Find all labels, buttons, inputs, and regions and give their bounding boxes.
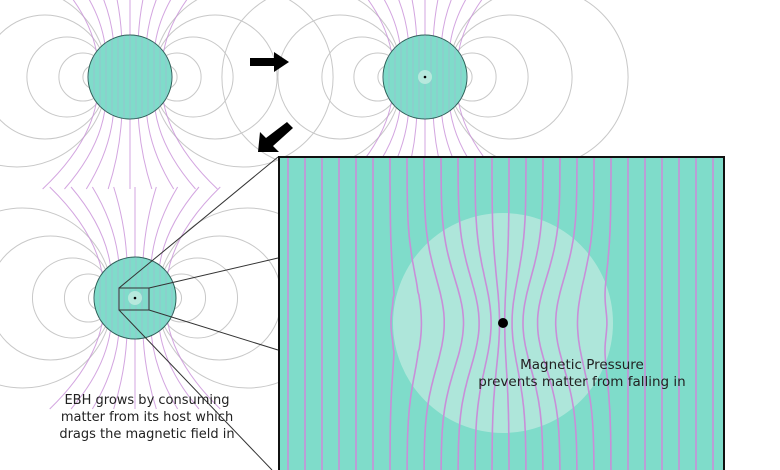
field-line xyxy=(458,0,483,52)
growth-caption: EBH grows by consuming matter from its h… xyxy=(38,392,256,443)
magnified-field-line xyxy=(522,157,544,470)
field-line xyxy=(72,0,97,52)
arrow-right-icon xyxy=(250,52,289,72)
field-line xyxy=(146,115,175,190)
field-line xyxy=(113,186,128,258)
magnified-field-line xyxy=(474,157,492,470)
field-line xyxy=(103,0,114,39)
field-loop xyxy=(447,0,629,168)
zoom-line xyxy=(148,309,279,351)
field-line xyxy=(167,322,221,410)
field-line xyxy=(150,186,179,261)
field-line xyxy=(398,0,409,39)
magnified-field-line xyxy=(536,157,561,470)
field-line xyxy=(137,118,153,190)
stage-star xyxy=(0,0,334,190)
field-line xyxy=(146,0,157,39)
magnified-field-line xyxy=(406,157,423,470)
field-line xyxy=(142,338,157,410)
field-line xyxy=(70,186,111,266)
field-line xyxy=(113,338,128,410)
field-line xyxy=(42,102,97,190)
pressure-caption-line: Magnetic Pressure xyxy=(520,357,644,373)
field-line xyxy=(167,186,221,274)
field-line xyxy=(49,322,103,410)
magnified-field-line xyxy=(440,157,465,470)
magnified-field-line xyxy=(511,157,527,470)
growth-caption-line: drags the magnetic field in xyxy=(59,427,235,442)
field-line xyxy=(91,186,120,261)
field-line xyxy=(154,0,172,44)
zoom-line xyxy=(148,257,279,289)
field-line xyxy=(70,330,111,410)
ebh-dot xyxy=(133,296,137,300)
magnified-field-line xyxy=(554,157,578,470)
zoom-line xyxy=(118,309,273,470)
field-line xyxy=(91,335,120,410)
field-line xyxy=(441,0,452,39)
field-line xyxy=(432,0,439,36)
magnified-frame xyxy=(278,156,725,470)
field-line xyxy=(64,110,106,190)
field-line xyxy=(154,110,196,190)
growth-caption-line: matter from its host which xyxy=(60,410,234,425)
field-line xyxy=(159,330,200,410)
field-line xyxy=(150,335,179,410)
ebh-black-hole xyxy=(498,318,508,328)
magnify-box xyxy=(118,287,150,311)
magnified-field-line xyxy=(503,157,510,470)
field-line xyxy=(383,0,401,44)
pressure-caption-line: prevents matter from falling in xyxy=(478,374,686,390)
field-line xyxy=(163,102,218,190)
field-line xyxy=(116,0,123,36)
field-line xyxy=(367,0,392,52)
magnified-field-line xyxy=(457,157,480,470)
arrow-down-left-icon xyxy=(258,122,293,152)
magnified-field-line xyxy=(604,157,612,470)
field-line xyxy=(88,0,106,44)
field-line xyxy=(411,0,418,36)
field-line xyxy=(107,118,123,190)
magnified-field-line xyxy=(491,157,501,470)
field-line xyxy=(159,186,200,266)
ebh-dot xyxy=(423,75,427,79)
growth-caption-line: EBH grows by consuming xyxy=(64,393,230,408)
field-line xyxy=(137,0,144,36)
field-line xyxy=(142,186,157,258)
zoom-line xyxy=(118,156,279,289)
pressure-caption: Magnetic Pressure prevents matter from f… xyxy=(462,357,702,391)
stage-star-growing-ebh xyxy=(0,186,339,410)
magnified-view xyxy=(278,156,725,470)
field-line xyxy=(49,186,103,274)
magnified-field-line xyxy=(576,157,595,470)
field-line xyxy=(449,0,467,44)
magnified-field-line xyxy=(423,157,445,470)
field-line xyxy=(85,115,114,190)
magnified-field-line xyxy=(389,157,395,470)
field-line xyxy=(163,0,188,52)
